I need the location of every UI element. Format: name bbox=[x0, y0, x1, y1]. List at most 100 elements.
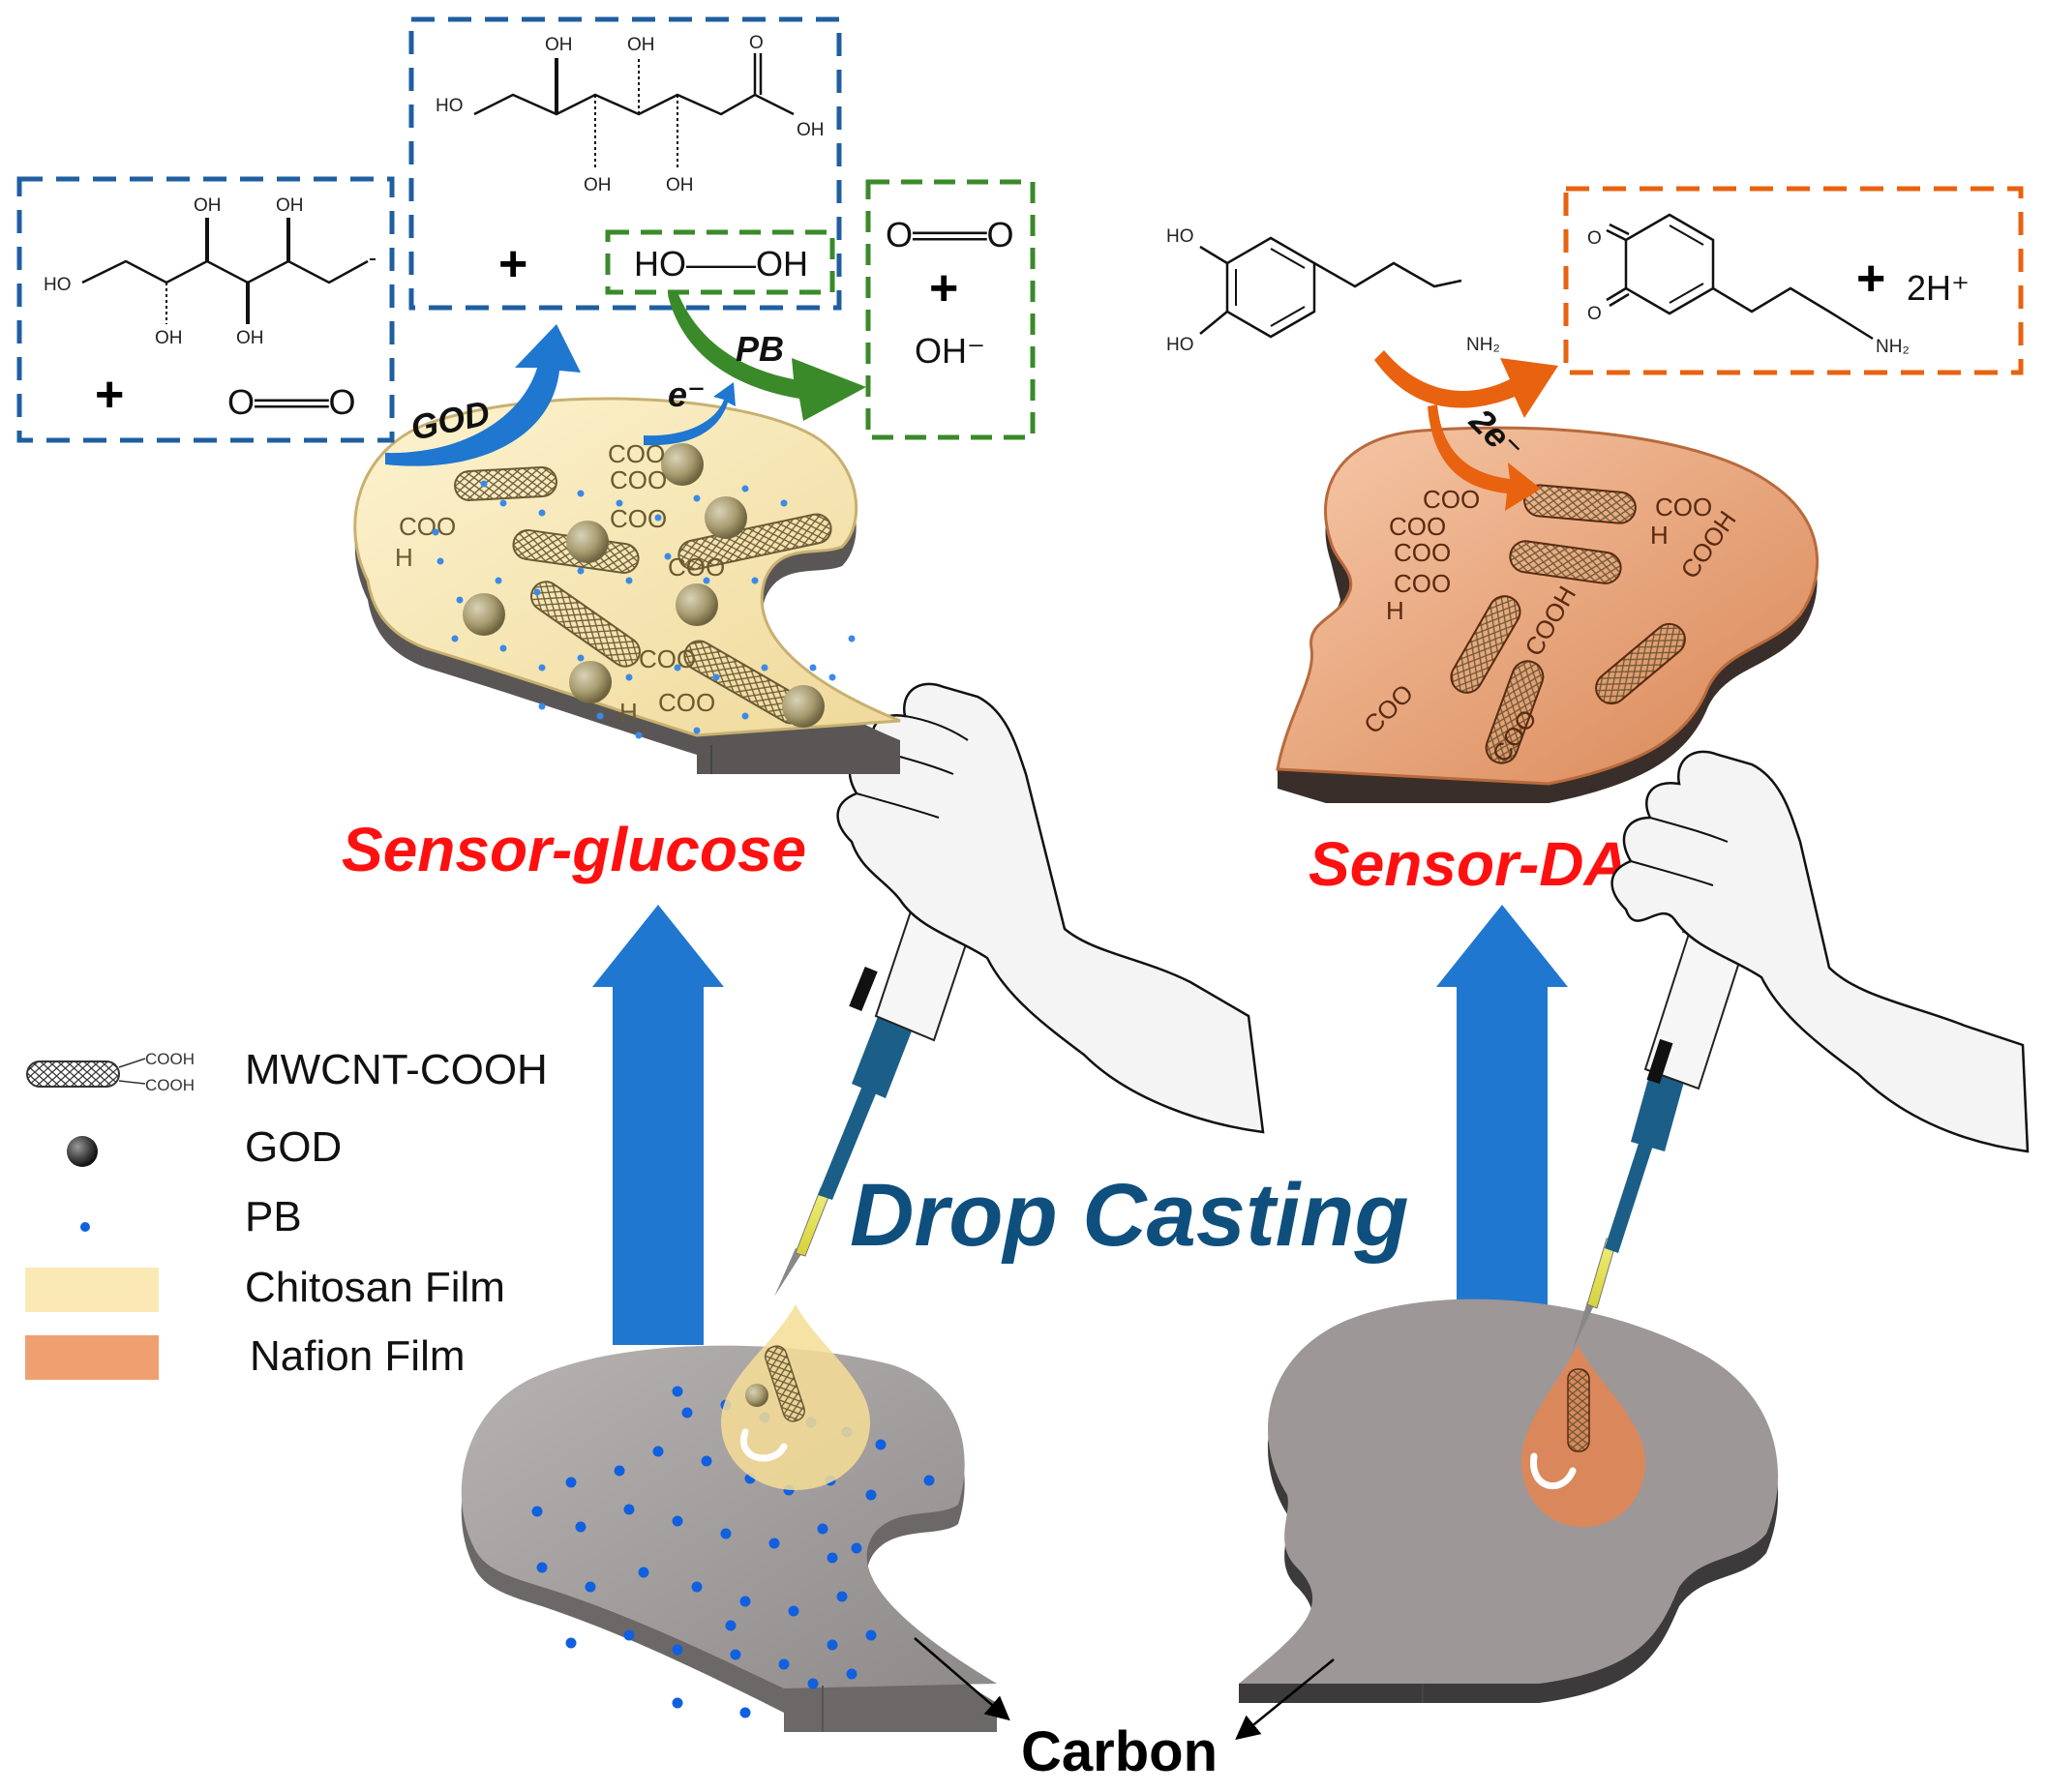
pb-dot bbox=[638, 1567, 649, 1578]
pb-dot bbox=[672, 1644, 683, 1656]
pb-dot bbox=[672, 1697, 683, 1709]
pb-dot bbox=[436, 557, 444, 565]
glucose-oh: OH bbox=[155, 328, 183, 348]
dopamine-ho: HO bbox=[1166, 226, 1194, 247]
chitosan-drop bbox=[721, 1304, 870, 1490]
pb-dot bbox=[768, 1538, 780, 1549]
pb-dot bbox=[725, 1620, 737, 1631]
pb-dot bbox=[672, 1515, 683, 1527]
carbon-arrow-right bbox=[1235, 1658, 1335, 1741]
h2o2-label: HO——OH bbox=[634, 244, 808, 284]
pb-dot bbox=[623, 1629, 635, 1641]
glucose-box: HO OH OH OH OH + O═══O bbox=[16, 176, 395, 443]
glucose-oh: OH bbox=[236, 328, 264, 348]
dopamine-structure: HO HO NH₂ bbox=[1166, 226, 1500, 355]
legend-label-pb: PB bbox=[245, 1193, 302, 1240]
pb-dot bbox=[851, 1542, 862, 1554]
film-label: COO bbox=[668, 553, 725, 582]
electron-arrow: e⁻ bbox=[644, 374, 736, 446]
glucose-ho: HO bbox=[44, 275, 72, 295]
pb-dot bbox=[577, 567, 585, 575]
pb-dot bbox=[703, 577, 710, 584]
left-up-arrow bbox=[592, 905, 724, 1345]
gluconic-oh: OH bbox=[584, 175, 612, 195]
pipette-right bbox=[1573, 919, 1744, 1350]
film-label: COO bbox=[399, 512, 456, 541]
cnt-icon bbox=[26, 1060, 120, 1088]
quinone-protons: 2H⁺ bbox=[1907, 268, 1970, 308]
film-label: COO bbox=[1394, 569, 1451, 598]
film-label: H bbox=[395, 543, 413, 572]
pb-dot bbox=[691, 1581, 703, 1593]
pb-dot bbox=[865, 1629, 877, 1641]
legend-cnt-cooh-1: COOH bbox=[145, 1050, 195, 1068]
pb-label: PB bbox=[736, 329, 784, 369]
legend-label-mwcnt: MWCNT-COOH bbox=[245, 1046, 548, 1093]
gluconic-oh-terminal: OH bbox=[797, 120, 825, 140]
dot-icon bbox=[80, 1222, 90, 1232]
pb-dot bbox=[432, 528, 439, 536]
glove-hand-left bbox=[836, 682, 1265, 1134]
pb-dot bbox=[730, 1649, 741, 1660]
legend-label-god: GOD bbox=[245, 1123, 342, 1171]
quinone-o: O bbox=[1587, 304, 1602, 324]
pb-dot bbox=[538, 702, 546, 710]
products-plus: + bbox=[929, 260, 958, 316]
gluconic-o: O bbox=[749, 33, 764, 53]
da-oxidation-arrow bbox=[1374, 350, 1558, 418]
pb-dot bbox=[533, 588, 541, 596]
products-oxygen: O═══O bbox=[886, 215, 1014, 254]
drop-casting-title: Drop Casting bbox=[850, 1166, 1409, 1265]
gluconic-oh: OH bbox=[545, 35, 573, 55]
sensor-da-electrode bbox=[1276, 426, 1820, 803]
pb-dot bbox=[778, 1658, 790, 1670]
nafion-swatch-icon bbox=[25, 1335, 159, 1380]
dopamine-nh2: NH₂ bbox=[1466, 335, 1500, 355]
film-label: COO bbox=[1423, 485, 1480, 514]
pb-dot bbox=[751, 577, 759, 584]
pb-dot bbox=[614, 1465, 625, 1477]
pb-dot bbox=[577, 490, 585, 497]
pb-dot bbox=[875, 1439, 887, 1450]
pb-dot bbox=[623, 1504, 635, 1515]
pb-dot bbox=[480, 480, 488, 488]
h2o2-box bbox=[605, 229, 835, 295]
pb-dot bbox=[780, 499, 788, 507]
pb-dot bbox=[923, 1475, 935, 1486]
pb-dot bbox=[456, 596, 464, 604]
film-label: COO bbox=[1655, 493, 1712, 522]
film-label: H bbox=[1386, 596, 1404, 625]
film-label: H bbox=[619, 698, 638, 727]
quinone-o: O bbox=[1587, 228, 1602, 249]
pb-dot bbox=[538, 664, 546, 672]
legend-item-god: GOD bbox=[67, 1123, 342, 1171]
right-up-arrow bbox=[1436, 905, 1568, 1331]
pb-dot bbox=[807, 1678, 819, 1689]
pb-dot bbox=[536, 1562, 548, 1573]
pb-dot bbox=[681, 1407, 693, 1419]
film-label: COO bbox=[658, 688, 715, 717]
pb-dot bbox=[538, 509, 546, 517]
sensor-glucose-title: Sensor-glucose bbox=[342, 815, 806, 884]
carbon-label: Carbon bbox=[1021, 1720, 1218, 1783]
pb-dot bbox=[809, 664, 817, 672]
pb-dot bbox=[577, 654, 585, 662]
film-label: H bbox=[1650, 521, 1669, 550]
legend-item-pb: PB bbox=[80, 1193, 302, 1240]
gluconic-oh: OH bbox=[627, 35, 655, 55]
glucose-oxygen: O═══O bbox=[227, 382, 356, 422]
pb-dot bbox=[827, 1639, 838, 1651]
quinone-box: O O NH₂ + 2H⁺ bbox=[1563, 186, 2024, 375]
pb-dot bbox=[720, 1528, 732, 1539]
pb-dot bbox=[827, 1552, 838, 1564]
pb-dot bbox=[531, 1506, 543, 1517]
quinone-nh2: NH₂ bbox=[1876, 337, 1910, 357]
pb-dot bbox=[739, 1707, 751, 1718]
glucose-plus: + bbox=[95, 367, 124, 423]
legend-label-nafion: Nafion Film bbox=[250, 1332, 466, 1380]
legend-item-chitosan: Chitosan Film bbox=[25, 1264, 505, 1312]
nafion-drop bbox=[1521, 1345, 1645, 1527]
legend-cnt-cooh-2: COOH bbox=[145, 1076, 195, 1094]
legend: COOH COOH MWCNT-COOH GOD PB Chitosan Fil… bbox=[25, 1046, 548, 1380]
pb-dot bbox=[741, 485, 749, 493]
